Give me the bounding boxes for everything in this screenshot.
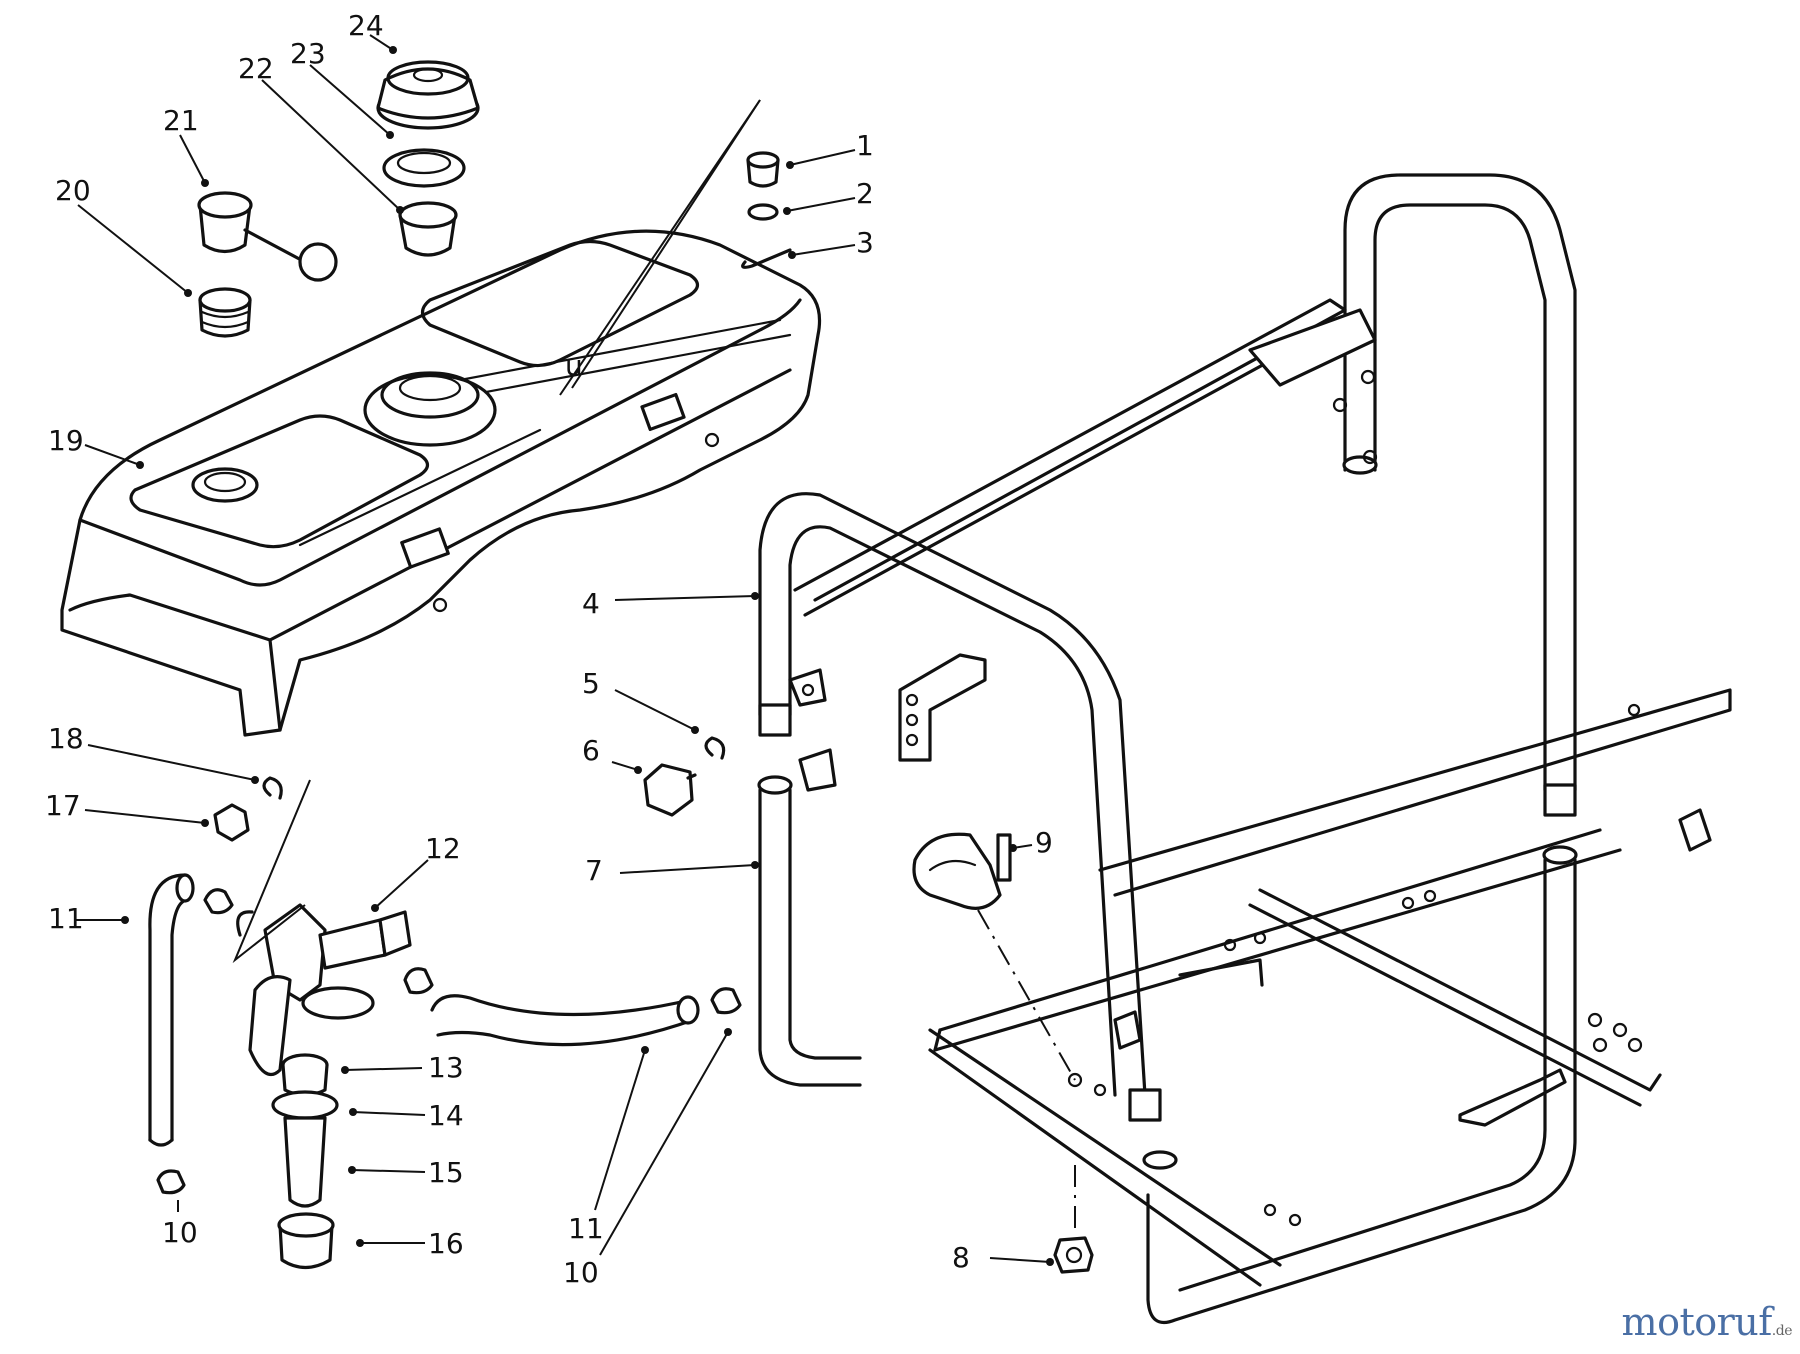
fuel-valve-12 <box>248 903 412 1076</box>
washer-18 <box>262 776 283 800</box>
bolt-6 <box>643 763 697 817</box>
callout-11-right: 11 <box>568 1212 604 1245</box>
grommet-1 <box>746 151 780 188</box>
leader-lines <box>75 34 1054 1266</box>
callout-6: 6 <box>582 734 600 767</box>
hose-clamp-10b <box>710 987 742 1015</box>
callout-5: 5 <box>582 667 600 700</box>
washer-2 <box>747 203 779 221</box>
callout-12: 12 <box>425 832 461 865</box>
callout-2: 2 <box>856 177 874 210</box>
screw-17 <box>213 803 250 842</box>
oil-cap-21 <box>197 191 338 282</box>
callout-labels: 1 2 3 4 5 6 7 8 9 10 10 11 11 12 13 14 1… <box>45 9 1053 1289</box>
watermark-suffix: .de <box>1771 1323 1793 1339</box>
gasket-23 <box>382 148 466 188</box>
plug-20 <box>198 287 252 338</box>
callout-21: 21 <box>163 104 199 137</box>
hose-clamp-right <box>403 967 434 995</box>
callout-15: 15 <box>428 1156 464 1189</box>
callout-4: 4 <box>582 587 600 620</box>
callout-24: 24 <box>348 9 384 42</box>
rubber-mount-9 <box>912 832 1076 1081</box>
hose-clamp-left <box>203 888 234 915</box>
nut-8 <box>1053 1165 1094 1274</box>
callout-3: 3 <box>856 226 874 259</box>
callout-17: 17 <box>45 789 81 822</box>
callout-11-left: 11 <box>48 902 84 935</box>
callout-13: 13 <box>428 1051 464 1084</box>
clip-3 <box>741 248 792 269</box>
hose-11-left <box>148 873 195 1147</box>
callout-20: 20 <box>55 174 91 207</box>
callout-14: 14 <box>428 1099 464 1132</box>
hose-clamp-10a <box>156 1169 186 1195</box>
fuel-tank <box>60 229 822 737</box>
callout-19: 19 <box>48 424 84 457</box>
callout-16: 16 <box>428 1227 464 1260</box>
callout-9: 9 <box>1035 826 1053 859</box>
lock-washer-5 <box>704 736 726 760</box>
watermark-main: motoruf <box>1621 1300 1773 1344</box>
fuel-cap-24 <box>376 60 480 130</box>
tank-marker: u <box>565 349 583 382</box>
strainer-22 <box>398 201 458 257</box>
callout-10-right: 10 <box>563 1256 599 1289</box>
callout-22: 22 <box>238 52 274 85</box>
callout-10-left: 10 <box>162 1216 198 1249</box>
hose-11-right <box>430 994 700 1047</box>
watermark: motoruf.de <box>1621 1300 1793 1344</box>
callout-18: 18 <box>48 722 84 755</box>
frame <box>757 173 1732 1325</box>
callout-7: 7 <box>585 854 603 887</box>
sediment-bowl <box>271 1053 339 1270</box>
callout-8: 8 <box>952 1241 970 1274</box>
callout-23: 23 <box>290 37 326 70</box>
callout-1: 1 <box>856 129 874 162</box>
